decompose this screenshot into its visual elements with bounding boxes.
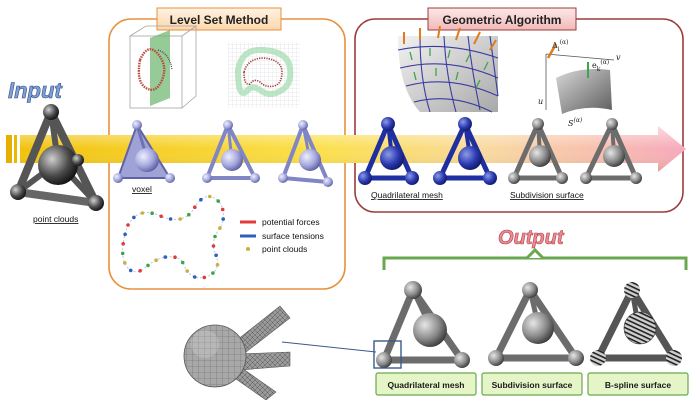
zoom-connector-line	[281, 341, 377, 353]
curve-point	[192, 275, 197, 279]
quad-tetra-2	[433, 117, 497, 185]
output-button-subdivision[interactable]: Subdivision surface	[481, 372, 583, 396]
peanut-curve-plot	[120, 194, 225, 280]
curve-point	[121, 242, 125, 246]
input-tetra-model	[10, 104, 104, 211]
levelset-tetra-stage3	[278, 120, 333, 187]
voxel-label: voxel	[132, 184, 152, 194]
levelset-legend: potential forces surface tensions point …	[240, 217, 324, 254]
curve-point	[216, 199, 220, 203]
geometric-title-box	[427, 7, 577, 31]
output-subdivision-model	[488, 282, 584, 366]
curve-point	[128, 268, 133, 273]
curve-point	[180, 260, 185, 265]
curve-point	[199, 197, 203, 202]
legend-label-potential-forces: potential forces	[262, 217, 320, 227]
input-title: Input	[8, 78, 63, 103]
output-bracket-notch	[525, 247, 545, 260]
curve-point	[214, 253, 218, 258]
curve-point	[193, 205, 197, 209]
surface-math-diagram: Δi(α) ek(α) v u S(α)	[538, 39, 621, 128]
quad-tetra-1	[358, 117, 419, 185]
geometric-title: Geometric Algorithm	[443, 13, 562, 27]
math-e-sup: (α)	[600, 59, 609, 66]
input-point-clouds-label: point clouds	[33, 214, 78, 224]
curve-point	[202, 275, 207, 280]
math-s: S	[568, 119, 574, 128]
curve-point	[185, 269, 189, 273]
quad-mesh-label: Quadrilateral mesh	[371, 190, 443, 200]
math-delta-sub: i	[558, 46, 560, 53]
output-button-bspline[interactable]: B-spline surface	[587, 372, 689, 396]
output-button-bspline-label: B-spline surface	[605, 380, 671, 390]
subdiv-tetra-1	[508, 118, 568, 184]
curve-point	[146, 263, 150, 268]
subdivision-label: Subdivision surface	[510, 190, 584, 200]
levelset-title-box	[156, 7, 282, 31]
curve-point	[140, 211, 145, 215]
curve-point	[123, 261, 127, 265]
output-bspline-model	[590, 282, 682, 366]
levelset-title: Level Set Method	[170, 13, 269, 27]
curve-point	[126, 223, 130, 227]
math-e: e	[592, 61, 597, 70]
levelset-tetra-voxel	[113, 120, 175, 183]
math-v: v	[616, 53, 621, 62]
quad-mesh-closeup-image	[397, 25, 499, 113]
curve-point	[163, 255, 168, 259]
output-title: Output	[498, 227, 565, 249]
output-button-subdivision-label: Subdivision surface	[492, 380, 573, 390]
output-button-quad-mesh[interactable]: Quadrilateral mesh	[375, 372, 477, 396]
curve-point	[187, 212, 191, 217]
output-quad-mesh-model	[373, 281, 470, 369]
math-delta-sup: (α)	[560, 39, 569, 46]
curve-point	[120, 251, 125, 256]
curve-point	[220, 207, 225, 212]
zoomed-joint-closeup	[183, 305, 291, 400]
curve-point	[213, 234, 217, 239]
curve-point	[215, 263, 220, 267]
subdiv-tetra-2	[580, 118, 642, 184]
curve-point	[218, 226, 222, 230]
curve-point	[208, 194, 212, 199]
legend-label-surface-tensions: surface tensions	[262, 231, 324, 241]
math-delta: Δ	[552, 41, 558, 50]
svg-text:S(α): S(α)	[568, 117, 583, 128]
curve-point	[173, 255, 177, 259]
curve-point	[211, 244, 216, 248]
curve-point	[123, 232, 127, 237]
levelset-tetra-stage2	[202, 120, 260, 183]
curve-point	[159, 214, 163, 219]
curve-point	[154, 258, 158, 263]
svg-text:ek(α): ek(α)	[592, 59, 609, 73]
legend-label-point-clouds: point clouds	[262, 244, 307, 254]
math-s-sup: (α)	[573, 117, 582, 124]
curve-point	[168, 217, 173, 221]
svg-text:Δi(α): Δi(α)	[552, 39, 568, 53]
curve-point	[132, 215, 136, 220]
voxel-cube-image	[129, 25, 198, 109]
output-button-quad-mesh-label: Quadrilateral mesh	[387, 380, 464, 390]
levelset-contour-image	[228, 42, 300, 108]
zoom-highlight-box	[373, 340, 402, 369]
legend-swatch-point-clouds	[246, 247, 250, 251]
curve-point	[150, 211, 154, 215]
curve-point	[221, 217, 225, 221]
curve-point	[211, 271, 215, 275]
math-u: u	[538, 97, 543, 106]
output-bracket	[382, 256, 688, 270]
curve-point	[178, 217, 182, 221]
math-e-sub: k	[597, 66, 601, 73]
curve-point	[138, 269, 142, 273]
